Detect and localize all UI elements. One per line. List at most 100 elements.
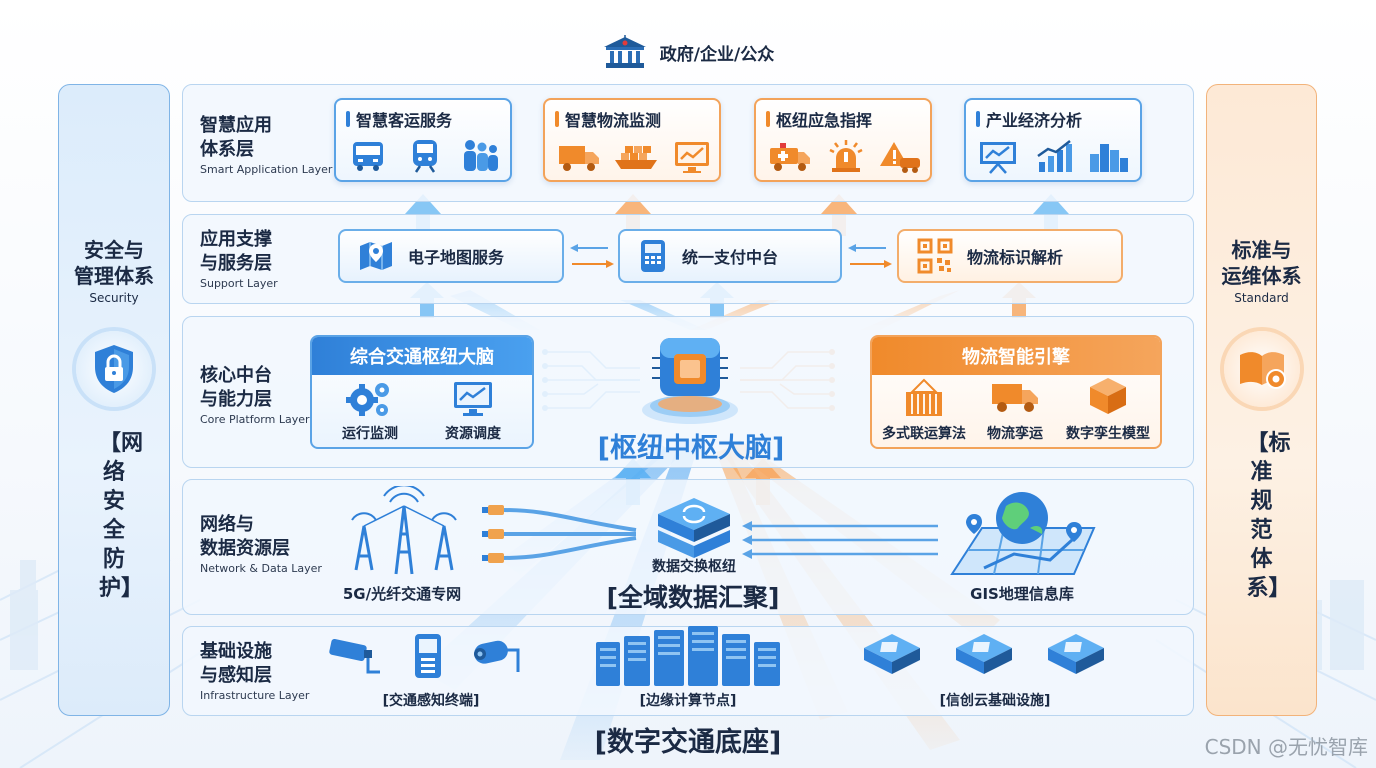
support-connector-right — [848, 244, 892, 268]
support-connector-left — [570, 244, 614, 268]
hub-brain-chip-icon — [642, 338, 738, 424]
passengers-icon — [464, 140, 498, 171]
security-panel-title: 安全与 管理体系 — [74, 237, 154, 289]
support-card-label: 统一支付中台 — [682, 248, 779, 267]
dome-camera-icon — [474, 640, 520, 672]
layer-title-cn1: 网络与 — [200, 514, 254, 535]
app-card-title: 智慧物流监测 — [555, 107, 661, 131]
layer-title-cn2: 数据资源层 — [200, 538, 290, 559]
support-card-logistics-id[interactable]: 物流标识解析 — [897, 229, 1123, 283]
app-card-economy[interactable]: 产业经济分析 — [964, 98, 1142, 182]
layer-title-en: Support Layer — [200, 277, 278, 290]
growth-bar-chart-icon — [1037, 140, 1072, 172]
network-center-label: 数据交换枢纽 — [652, 559, 736, 575]
data-aggregation-title: [全域数据汇聚] — [606, 583, 780, 612]
chip-icon — [864, 634, 920, 674]
truck-icon — [559, 146, 599, 171]
delivery-truck-icon — [992, 384, 1038, 412]
layer-title-support: 应用支撑与服务层 Support Layer — [200, 228, 278, 290]
infra-cloud-label: [信创云基础设施] — [939, 693, 1051, 709]
core-item-label: 物流孪运 — [987, 426, 1043, 442]
alarm-light-icon — [829, 140, 863, 172]
layer-title-en: Smart Application Layer — [200, 163, 333, 176]
standard-title-line2: 运维体系 — [1221, 264, 1302, 288]
standard-vertical-label: 【标准规范体系】 — [1246, 431, 1291, 601]
bus-icon — [353, 142, 383, 171]
hub-brain-title: [枢纽中枢大脑] — [597, 433, 785, 464]
security-title-line1: 安全与 — [84, 238, 144, 262]
app-card-title: 智慧客运服务 — [346, 107, 452, 131]
app-card-title: 枢纽应急指挥 — [766, 107, 872, 131]
network-left-label: 5G/光纤交通专网 — [342, 585, 462, 603]
gis-data-flow-arrows — [742, 521, 938, 559]
support-card-map[interactable]: 电子地图服务 — [338, 229, 564, 283]
presentation-chart-icon — [980, 142, 1016, 174]
server-rack-icon — [596, 626, 780, 686]
stakeholder-header: 政府/企业/公众 — [0, 34, 1376, 70]
monitor-chart-icon — [675, 142, 709, 173]
core-item-label: 数字孪生模型 — [1066, 426, 1150, 442]
city-buildings-icon — [1090, 144, 1128, 172]
sensor-device-icon — [415, 634, 441, 678]
layer-title-core: 核心中台与能力层 Core Platform Layer — [200, 364, 310, 426]
qr-code-icon — [917, 238, 953, 274]
layer-title-en: Network & Data Layer — [200, 562, 322, 575]
infra-sensor-label: [交通感知终端] — [382, 693, 480, 709]
app-card-passenger[interactable]: 智慧客运服务 — [334, 98, 512, 182]
layer-title-cn1: 基础设施 — [200, 641, 272, 662]
container-crane-icon — [906, 378, 942, 416]
core-panel-hub-brain[interactable]: 综合交通枢纽大脑 — [310, 335, 534, 449]
chip-icon — [956, 634, 1012, 674]
layer-title-en: Core Platform Layer — [200, 413, 310, 426]
layer-title-network: 网络与数据资源层 Network & Data Layer — [200, 513, 322, 575]
warning-car-icon — [880, 142, 920, 173]
ambulance-icon — [770, 143, 810, 171]
cargo-ship-icon — [615, 146, 657, 169]
data-exchange-hub-icon — [658, 498, 730, 558]
monitor-trend-icon — [454, 382, 492, 416]
app-card-logistics[interactable]: 智慧物流监测 — [543, 98, 721, 182]
gis-globe-map-icon — [950, 492, 1096, 575]
map-pin-icon — [360, 242, 392, 270]
support-card-label: 物流标识解析 — [967, 248, 1064, 267]
chip-icon — [1048, 634, 1104, 674]
layer-title-cn2: 与能力层 — [200, 389, 272, 410]
shield-lock-icon — [76, 331, 152, 407]
fiber-cable-icon — [482, 505, 637, 563]
5g-towers-icon — [351, 486, 457, 575]
core-panel-hub-brain-title: 综合交通枢纽大脑 — [312, 337, 532, 375]
layer-title-cn2: 与服务层 — [200, 253, 272, 274]
infra-edge-label: [边缘计算节点] — [639, 693, 737, 709]
core-panel-logistics-engine-title: 物流智能引擎 — [872, 337, 1160, 375]
security-panel: 安全与 管理体系 Security 【网络安全防护】 — [58, 84, 170, 716]
train-icon — [413, 140, 437, 173]
security-subtitle: Security — [89, 291, 139, 305]
layer-title-cn1: 应用支撑 — [200, 229, 272, 250]
app-card-title: 产业经济分析 — [976, 107, 1082, 131]
stakeholder-title: 政府/企业/公众 — [659, 44, 775, 65]
layer-title-en: Infrastructure Layer — [200, 689, 310, 702]
pos-terminal-icon — [641, 240, 665, 272]
layer-title-cn1: 核心中台 — [200, 365, 272, 386]
watermark: CSDN @无忧智库 — [1204, 735, 1368, 759]
book-gear-icon — [1223, 331, 1300, 407]
standard-subtitle: Standard — [1234, 291, 1289, 305]
layer-title-cn1: 智慧应用 — [200, 115, 272, 136]
support-card-payment[interactable]: 统一支付中台 — [618, 229, 842, 283]
core-item-label: 资源调度 — [445, 426, 501, 442]
network-right-label: GIS地理信息库 — [970, 585, 1074, 603]
3d-cube-icon — [1090, 378, 1126, 414]
app-card-emergency[interactable]: 枢纽应急指挥 — [754, 98, 932, 182]
gears-icon — [346, 383, 389, 416]
digital-foundation-title: [数字交通底座] — [594, 727, 782, 758]
standard-panel-title: 标准与 运维体系 — [1222, 237, 1302, 289]
government-building-icon — [603, 35, 646, 68]
layer-title-infrastructure: 基础设施与感知层 Infrastructure Layer — [200, 640, 309, 702]
cctv-camera-icon — [329, 638, 380, 674]
layer-title-cn2: 与感知层 — [200, 665, 272, 686]
core-item-label: 多式联运算法 — [882, 426, 966, 442]
standard-title-line1: 标准与 — [1231, 238, 1292, 262]
security-vertical-label: 【网络安全防护】 — [99, 431, 144, 601]
standard-panel: 标准与 运维体系 Standard 【标准规范体系】 — [1206, 84, 1317, 716]
core-item-label: 运行监测 — [342, 426, 398, 442]
